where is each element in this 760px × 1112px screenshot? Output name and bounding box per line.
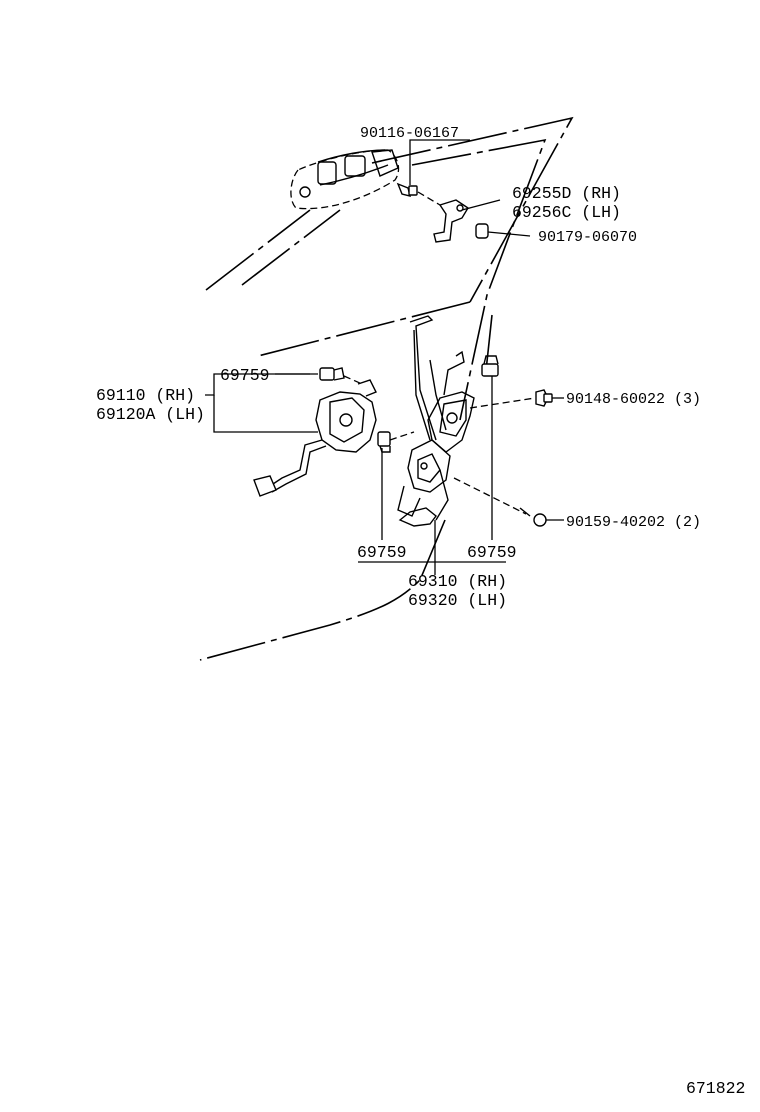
label-screw-2: 90159-40202 (2) bbox=[566, 514, 701, 531]
label-bracket-rh: 69255D (RH) bbox=[512, 184, 621, 203]
door-outline bbox=[199, 116, 574, 661]
label-nut: 90179-06070 bbox=[538, 229, 637, 246]
label-lock-motor-lh: 69120A (LH) bbox=[96, 405, 205, 424]
clip-icon-left bbox=[377, 431, 415, 453]
label-screw-1: 90148-60022 (3) bbox=[566, 391, 701, 408]
label-lock-motor-rh: 69110 (RH) bbox=[96, 386, 195, 405]
leader-bolt-handle bbox=[409, 139, 470, 185]
clip-icon bbox=[319, 367, 363, 385]
nut-icon bbox=[475, 223, 531, 239]
clip-icon-right bbox=[481, 355, 499, 377]
bracket-icon bbox=[433, 199, 501, 243]
lock-assembly-icon bbox=[397, 315, 475, 527]
screw-icon-2 bbox=[453, 477, 564, 527]
label-bracket-lh: 69256C (LH) bbox=[512, 203, 621, 222]
label-clip-left: 69759 bbox=[357, 543, 407, 562]
label-bolt-handle: 90116-06167 bbox=[360, 125, 459, 142]
label-clip-upper: 69759 bbox=[220, 366, 270, 385]
bolt-icon bbox=[396, 182, 441, 206]
screw-icon-1 bbox=[469, 389, 564, 409]
label-lock-assy-lh: 69320 (LH) bbox=[408, 591, 507, 610]
figure-number: 671822 bbox=[686, 1079, 745, 1098]
lock-motor-icon bbox=[253, 379, 377, 497]
label-lock-assy-rh: 69310 (RH) bbox=[408, 572, 507, 591]
outside-handle-icon bbox=[290, 149, 400, 210]
label-clip-right: 69759 bbox=[467, 543, 517, 562]
bracket-line-motor bbox=[205, 373, 310, 396]
